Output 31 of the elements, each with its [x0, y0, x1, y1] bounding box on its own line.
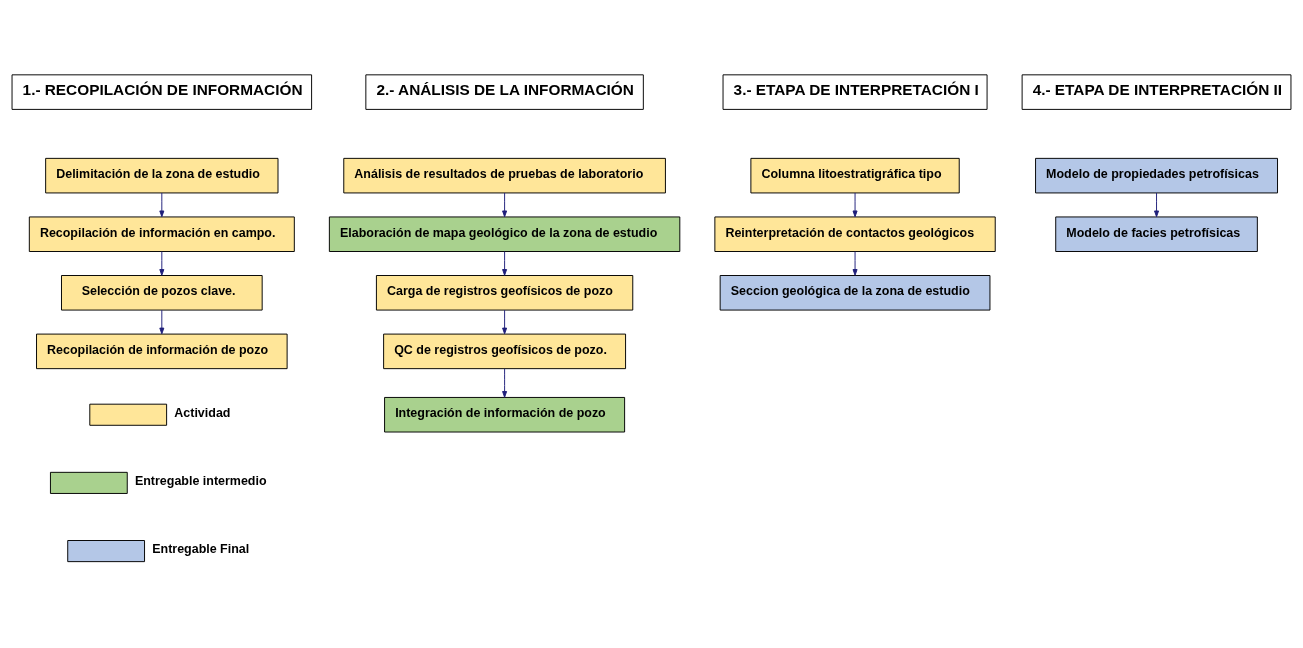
node-box: QC de registros geofísicos de pozo.	[383, 333, 627, 370]
node-box: 2.- ANÁLISIS DE LA INFORMACIÓN	[365, 74, 644, 110]
node-box: Reinterpretación de contactos geológicos	[714, 216, 996, 252]
node-box: 3.- ETAPA DE INTERPRETACIÓN I	[722, 74, 988, 110]
node-box: Elaboración de mapa geológico de la zona de estudio	[328, 216, 681, 252]
node-box: Recopilación de información en campo.	[28, 216, 295, 252]
node-box: Seccion geológica de la zona de estudio	[719, 275, 991, 311]
node-box: Carga de registros geofísicos de pozo	[375, 275, 634, 311]
arrow	[502, 309, 508, 335]
node-box: Integración de información de pozo	[384, 396, 626, 433]
arrow	[159, 192, 165, 218]
arrow	[502, 368, 508, 398]
arrow	[502, 192, 508, 218]
legend-label: Entregable intermedio	[134, 474, 267, 489]
node-box: Análisis de resultados de pruebas de laboratorio	[343, 157, 666, 194]
node-box: Selección de pozos clave.	[61, 275, 263, 311]
arrow	[502, 251, 508, 276]
node-box: Modelo de facies petrofísicas	[1055, 216, 1258, 252]
node-box: 4.- ETAPA DE INTERPRETACIÓN II	[1021, 74, 1292, 110]
arrow	[159, 309, 165, 335]
legend-label: Entregable Final	[152, 542, 250, 557]
arrow	[852, 192, 858, 218]
arrow	[1154, 192, 1160, 218]
node-box: Columna litoestratigráfica tipo	[750, 157, 960, 194]
legend-label: Actividad	[174, 406, 231, 421]
node-box: 1.- RECOPILACIÓN DE INFORMACIÓN	[11, 74, 313, 110]
node-box: Modelo de propiedades petrofísicas	[1035, 157, 1278, 194]
arrow	[159, 251, 165, 276]
arrow	[852, 251, 858, 276]
node-box: Recopilación de información de pozo	[36, 333, 288, 370]
node-box: Delimitación de la zona de estudio	[45, 157, 279, 194]
